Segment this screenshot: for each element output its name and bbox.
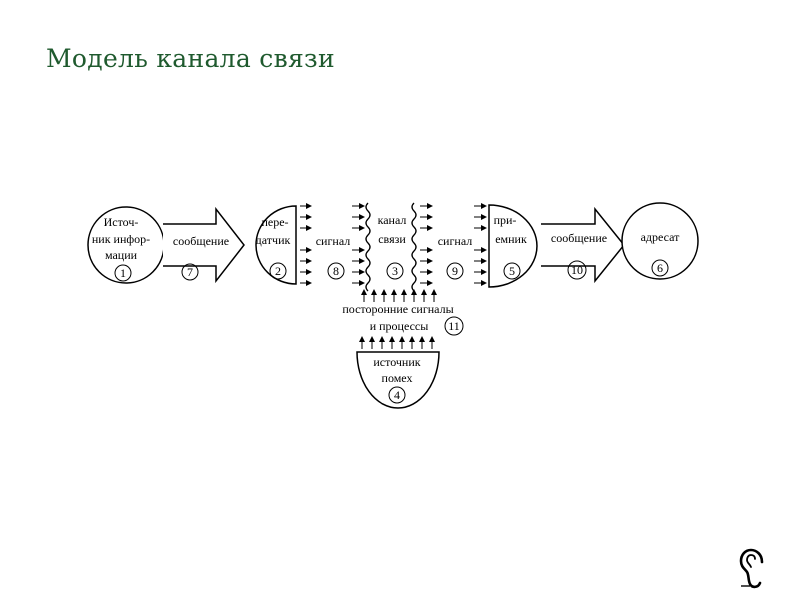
node-noise-source-num: 4 <box>394 388 400 402</box>
external-lower-arrows <box>359 336 435 349</box>
node-channel-line1: канал <box>378 213 407 227</box>
node-channel: канал связи 3 <box>365 202 417 292</box>
node-noise-source-line2: помех <box>382 371 413 385</box>
link-signal-in-num: 8 <box>333 264 339 278</box>
node-transmitter-num: 2 <box>275 264 281 278</box>
receiver-input-arrows <box>474 203 487 286</box>
node-source-line1: Источ- <box>104 215 139 229</box>
node-noise-source: источник помех 4 <box>356 351 440 409</box>
node-noise-source-line1: источник <box>373 355 420 369</box>
node-addressee-line1: адресат <box>641 230 681 244</box>
channel-input-arrows <box>352 203 365 286</box>
node-channel-num: 3 <box>392 264 398 278</box>
transmitter-output-arrows <box>300 203 312 286</box>
link-external-line1: посторонние сигналы <box>342 302 453 316</box>
link-external-line2: и процессы <box>370 319 429 333</box>
link-signal-out-num: 9 <box>452 264 458 278</box>
channel-output-arrows <box>420 203 433 286</box>
node-source-line2: ник инфор- <box>92 232 150 246</box>
node-source: Источ- ник инфор- мации 1 <box>87 206 165 284</box>
link-message-in: сообщение 7 <box>163 206 245 284</box>
node-channel-line2: связи <box>378 232 406 246</box>
link-message-out-label: сообщение <box>551 231 607 245</box>
link-signal-out-label: сигнал <box>438 234 473 248</box>
node-addressee-num: 6 <box>657 261 663 275</box>
link-message-in-num: 7 <box>187 265 193 279</box>
link-signal-out: сигнал 9 <box>438 234 473 280</box>
node-receiver-line2: емник <box>495 232 527 246</box>
node-receiver-line1: при- <box>494 213 517 227</box>
page-title: Модель канала связи <box>46 44 335 73</box>
node-receiver-num: 5 <box>509 264 515 278</box>
link-external: посторонние сигналы и процессы 11 <box>342 302 464 336</box>
link-signal-in-label: сигнал <box>316 234 351 248</box>
ear-icon <box>739 548 764 589</box>
node-transmitter-line1: пере- <box>261 215 288 229</box>
node-source-line3: мации <box>105 248 138 262</box>
node-transmitter: пере- датчик 2 <box>255 205 297 285</box>
link-message-in-label: сообщение <box>173 234 229 248</box>
external-upper-arrows <box>361 289 437 302</box>
node-receiver: при- емник 5 <box>488 204 538 288</box>
link-message-out-num: 10 <box>571 263 583 277</box>
link-signal-in: сигнал 8 <box>316 234 351 280</box>
node-transmitter-line2: датчик <box>256 233 291 247</box>
link-message-out: сообщение 10 <box>541 206 625 284</box>
node-addressee: адресат 6 <box>621 202 699 280</box>
node-source-num: 1 <box>120 266 126 280</box>
link-external-num: 11 <box>448 319 460 333</box>
